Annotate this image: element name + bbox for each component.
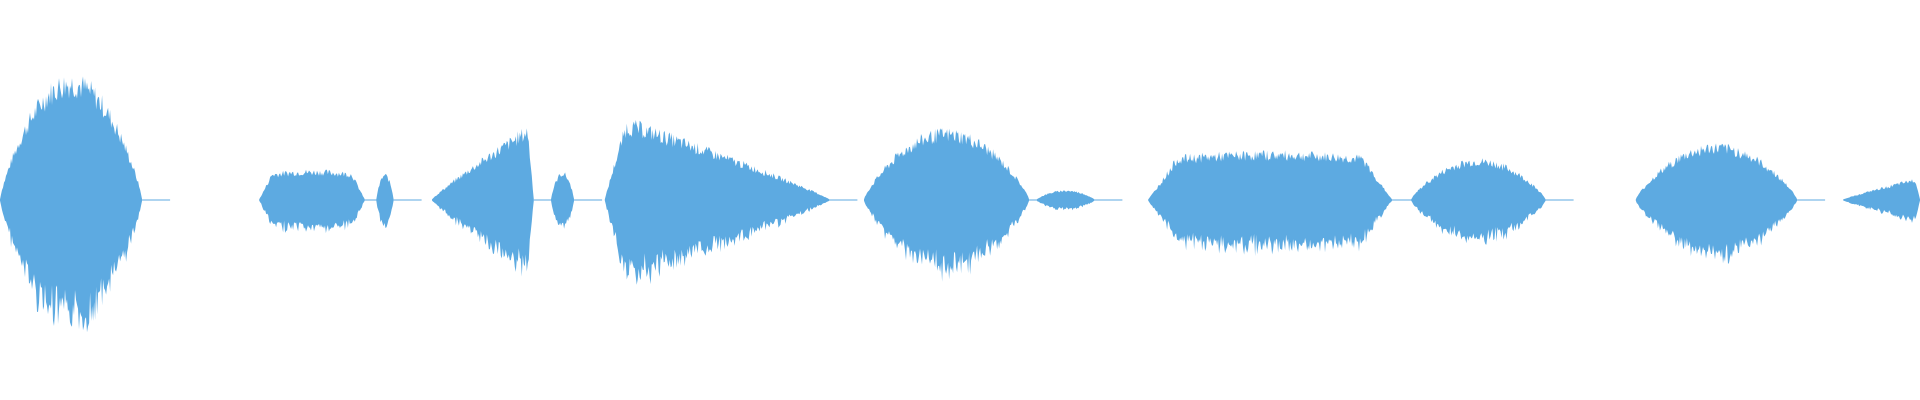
waveform-segment-burst-3 xyxy=(376,174,394,228)
waveform-segment-burst-10 xyxy=(1411,158,1546,245)
waveform-segment-burst-6 xyxy=(604,120,830,285)
waveform-segment-burst-8 xyxy=(1036,190,1095,211)
waveform-segment-burst-11 xyxy=(1635,143,1798,264)
waveform-segment-burst-4 xyxy=(432,128,534,277)
waveform-segment-burst-9 xyxy=(1148,150,1392,257)
waveform-segment-burst-7 xyxy=(864,128,1030,282)
waveform-segment-burst-1 xyxy=(0,76,143,333)
waveform-segment-burst-2 xyxy=(259,169,365,234)
waveform-segment-burst-5 xyxy=(551,172,575,229)
waveform-segment-burst-12 xyxy=(1843,179,1920,223)
